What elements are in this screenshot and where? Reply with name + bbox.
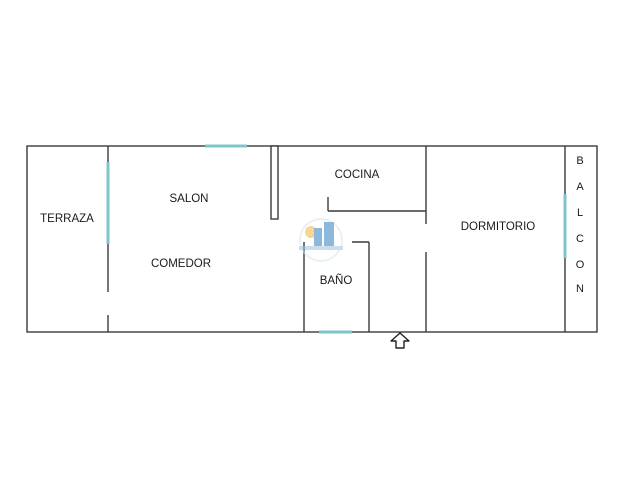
outer-wall — [26, 145, 598, 333]
real-estate-logo-icon — [299, 218, 343, 262]
balcon-letter: O — [576, 259, 585, 271]
balcon-letter: L — [577, 207, 583, 219]
up-arrow-outline-icon — [390, 332, 410, 349]
room-label-dormitorio: DORMITORIO — [461, 221, 536, 233]
balcon-letter: N — [576, 283, 584, 295]
balcon-letter: A — [576, 181, 584, 193]
salon-partition — [270, 145, 279, 220]
room-label-bano: BAÑO — [320, 274, 353, 287]
room-label-salon: SALON — [170, 193, 209, 205]
room-label-cocina: COCINA — [335, 169, 380, 181]
room-label-terraza: TERRAZA — [40, 213, 94, 225]
balcon-letter: B — [576, 155, 583, 167]
balcon-letter: C — [576, 233, 584, 245]
room-label-comedor: COMEDOR — [151, 258, 211, 270]
